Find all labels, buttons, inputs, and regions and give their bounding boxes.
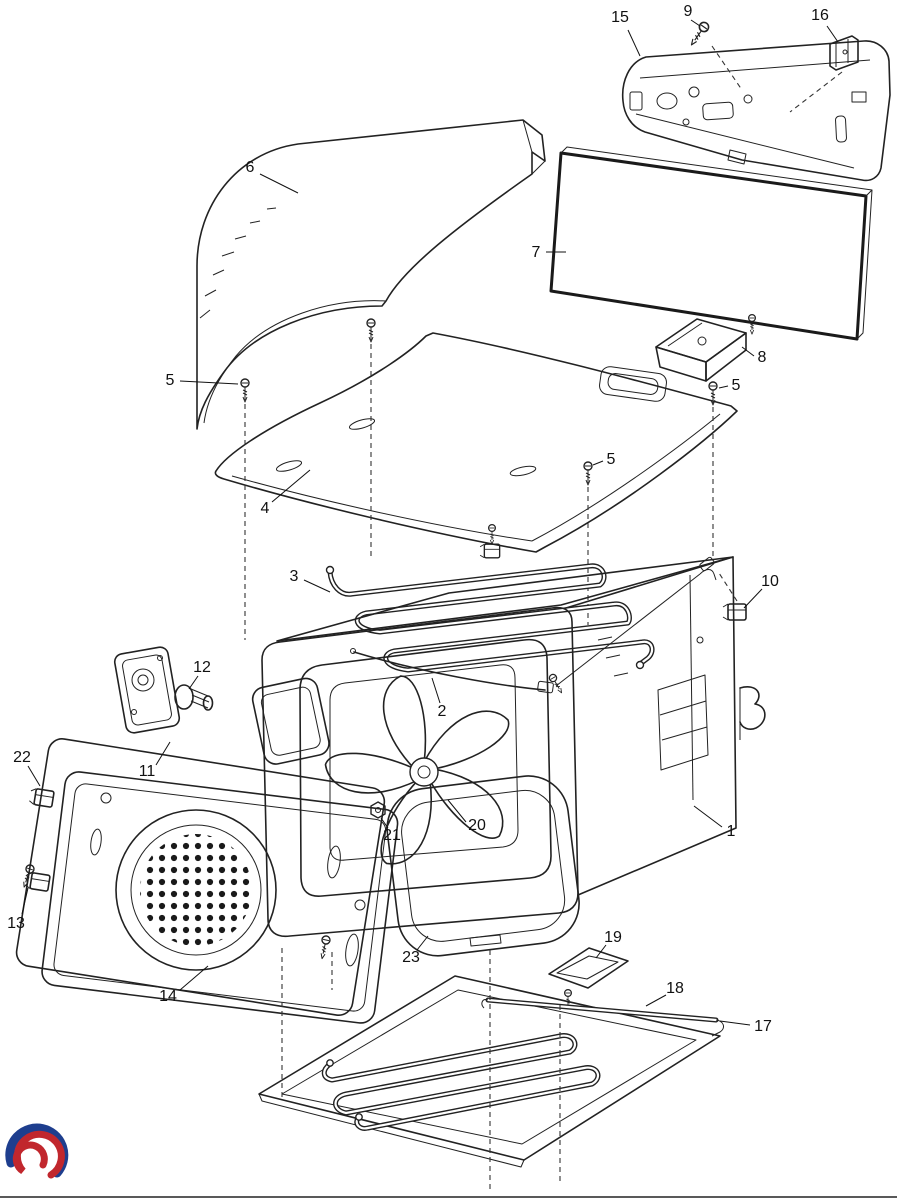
bake-element (321, 1033, 601, 1131)
callout-20: 20 (447, 799, 486, 834)
callout-label-4: 4 (261, 500, 270, 517)
callout-label-19: 19 (604, 929, 622, 946)
callout-19: 19 (595, 929, 622, 959)
callout-5b: 5 (718, 377, 741, 394)
terminal-cover-plate (548, 947, 629, 989)
callout-2: 2 (431, 677, 447, 720)
callout-label-20: 20 (468, 817, 486, 834)
callout-label-18: 18 (666, 980, 684, 997)
support-clips (479, 543, 747, 621)
perforation-pattern (140, 834, 252, 946)
callout-7: 7 (532, 244, 566, 261)
callout-10: 10 (743, 573, 779, 609)
broil-element (325, 563, 655, 673)
callout-13: 13 (7, 887, 29, 932)
rear-panel (549, 146, 873, 341)
callout-label-3: 3 (290, 568, 299, 585)
callout-label-16: 16 (811, 7, 829, 24)
callout-label-13: 13 (7, 915, 25, 932)
callout-22: 22 (13, 749, 41, 787)
callout-label-5c: 5 (607, 451, 616, 468)
callout-16: 16 (811, 7, 839, 43)
callout-21: 21 (380, 817, 401, 844)
side-liner-panel (15, 738, 386, 1016)
callout-label-6: 6 (246, 159, 255, 176)
callout-23: 23 (402, 935, 429, 966)
callouts: 15 9 16 6 7 5 8 5 5 4 3 10 12 2 11 1 22 … (7, 3, 839, 1035)
callout-label-14: 14 (159, 988, 177, 1005)
element-support-rod (481, 997, 724, 1037)
callout-label-23: 23 (402, 949, 420, 966)
callout-label-5a: 5 (166, 372, 175, 389)
callout-3: 3 (290, 568, 331, 593)
callout-5a: 5 (166, 372, 239, 389)
callout-5c: 5 (592, 451, 616, 468)
fan-nut (370, 801, 386, 819)
brand-swirl-logo (5, 1123, 69, 1179)
logo-inner-swirl (12, 1130, 65, 1179)
panel-screw-top (686, 19, 712, 49)
callout-1: 1 (693, 805, 736, 840)
callout-label-7: 7 (532, 244, 541, 261)
outer-wrap-cover (196, 119, 546, 430)
callout-label-2: 2 (438, 703, 447, 720)
lamp-assembly (113, 646, 330, 765)
callout-6: 6 (246, 159, 299, 194)
assembly-guides-bottom (281, 948, 561, 1190)
lamp-gasket (251, 677, 330, 765)
mounting-bracket (829, 35, 859, 71)
callout-label-5b: 5 (732, 377, 741, 394)
rear-access-panel (621, 40, 891, 182)
callout-12: 12 (188, 659, 211, 690)
callout-label-11: 11 (139, 763, 156, 780)
callout-11: 11 (139, 741, 171, 780)
callout-18: 18 (645, 980, 684, 1007)
convection-fan (318, 671, 510, 872)
callout-8: 8 (741, 346, 767, 366)
vent-duct (655, 318, 747, 382)
callout-label-21: 21 (383, 827, 401, 844)
callout-label-15: 15 (611, 9, 629, 26)
callout-label-12: 12 (193, 659, 211, 676)
callout-label-22: 22 (13, 749, 31, 766)
bottom-panel (258, 975, 721, 1168)
fan-cover-panel (41, 771, 399, 1024)
oven-lamp-bulb (174, 684, 214, 711)
callout-label-17: 17 (754, 1018, 772, 1035)
callout-14: 14 (159, 965, 209, 1005)
callout-9: 9 (684, 3, 701, 27)
cavity-top-panel (214, 332, 738, 553)
callout-label-10: 10 (761, 573, 779, 590)
callout-label-8: 8 (758, 349, 767, 366)
callout-15: 15 (611, 9, 641, 57)
callout-17: 17 (719, 1018, 772, 1035)
callout-label-9: 9 (684, 3, 693, 20)
callout-4: 4 (261, 469, 311, 517)
assembly-guides-mid (244, 335, 738, 640)
callout-label-1: 1 (727, 823, 736, 840)
assembly-guides-top (711, 45, 843, 113)
front-frame-gasket (386, 775, 580, 957)
